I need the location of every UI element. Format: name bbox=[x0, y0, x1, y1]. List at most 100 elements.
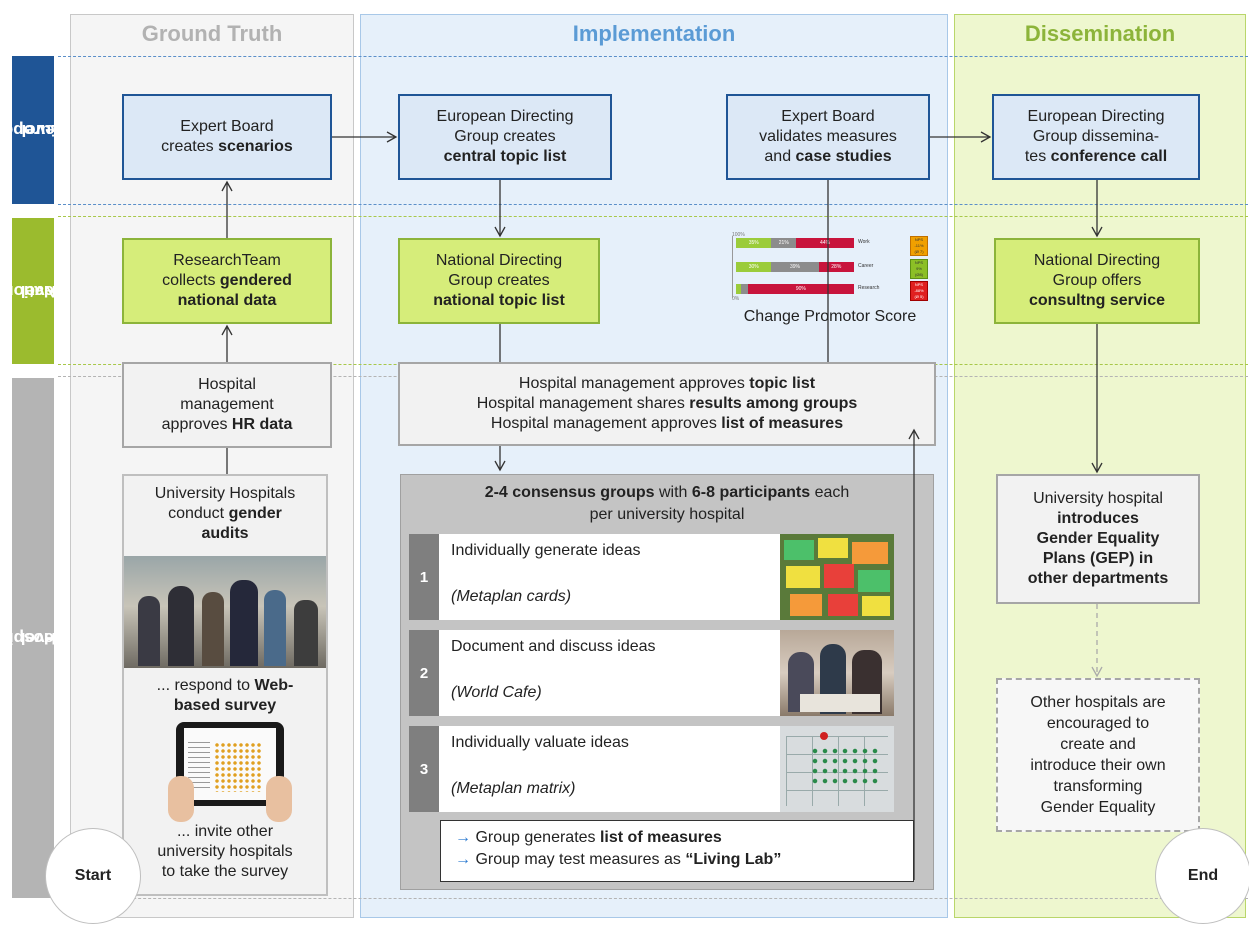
lane-divider bbox=[58, 898, 1248, 899]
box-text-bold: based survey bbox=[173, 697, 277, 714]
box-text: encouraged to bbox=[1046, 715, 1150, 732]
box-text-bold: gender bbox=[228, 505, 282, 522]
badge-text: NPS bbox=[914, 282, 924, 287]
person-figure bbox=[202, 592, 224, 666]
card-shape bbox=[784, 540, 814, 560]
national-directing-group-box: National Directing Group creates nationa… bbox=[398, 238, 600, 324]
box-text: creates bbox=[161, 138, 219, 155]
person-figure bbox=[230, 580, 258, 666]
bar-red: 90% bbox=[747, 284, 854, 294]
box-text: tes bbox=[1024, 148, 1051, 165]
matrix-dots bbox=[810, 746, 880, 786]
survey-grid bbox=[214, 742, 262, 792]
step-title: Document and discuss ideas bbox=[451, 638, 656, 655]
box-text: Hospital management shares bbox=[476, 395, 690, 412]
box-text-bold: conference call bbox=[1050, 148, 1168, 165]
box-text: Group creates bbox=[454, 128, 556, 145]
national-level-lane: NationalLevel bbox=[0, 218, 65, 364]
box-text: European Directing bbox=[436, 108, 574, 125]
bar-grey bbox=[740, 284, 748, 294]
box-text: Group may test measures as bbox=[475, 851, 686, 868]
box-text: Expert Board bbox=[781, 108, 875, 125]
promotor-score-chart: 100% 0% 35% 21% 44% Work NPS-11%(Ø 7) 30… bbox=[732, 232, 932, 302]
bar-green: 35% bbox=[736, 238, 772, 248]
box-text-bold: HR data bbox=[231, 416, 293, 433]
nps-badge: NPS-11%(Ø 7) bbox=[910, 236, 928, 256]
european-level-lane: EuropeanLevel bbox=[0, 56, 65, 204]
step-method: (World Cafe) bbox=[451, 684, 542, 701]
bar-red: 44% bbox=[796, 238, 854, 248]
box-text: validates measures bbox=[759, 128, 897, 145]
ground-truth-header: Ground Truth bbox=[141, 21, 283, 46]
survey-rows bbox=[188, 742, 210, 792]
box-text: ResearchTeam bbox=[173, 252, 281, 269]
box-text-bold: 2-4 consensus groups bbox=[484, 484, 655, 501]
person-figure bbox=[264, 590, 286, 666]
world-cafe-photo bbox=[780, 630, 894, 716]
promotor-row-research: 90% bbox=[736, 284, 854, 294]
badge-text: (Ø 5) bbox=[914, 294, 924, 299]
gender-audits-panel: University Hospitals conduct gender audi… bbox=[122, 474, 328, 896]
implementation-header: Implementation bbox=[572, 21, 736, 46]
box-text: ... respond to bbox=[156, 677, 255, 694]
step-number: 2 bbox=[409, 630, 439, 716]
box-text-bold: results among groups bbox=[689, 395, 858, 412]
box-text-bold: audits bbox=[201, 525, 249, 542]
box-text-bold: central topic list bbox=[443, 148, 567, 165]
step-3-card: 3 Individually valuate ideas (Metaplan m… bbox=[409, 726, 894, 812]
box-text: Other hospitals are bbox=[1030, 694, 1166, 711]
badge-text: 9% bbox=[916, 266, 922, 271]
hand-left bbox=[168, 776, 194, 822]
box-text: transforming bbox=[1053, 778, 1143, 795]
box-text: management bbox=[180, 396, 274, 413]
box-text: conduct bbox=[168, 505, 229, 522]
box-text: each bbox=[810, 484, 850, 501]
box-text: approves bbox=[161, 416, 232, 433]
chart-top-label: 100% bbox=[732, 232, 745, 238]
box-text: to take the survey bbox=[161, 863, 289, 880]
red-dot bbox=[820, 732, 828, 740]
bar-green bbox=[736, 284, 741, 294]
box-text-bold: national topic list bbox=[433, 292, 565, 309]
box-text-bold: consultng service bbox=[1028, 292, 1166, 309]
expert-board-scenarios-box: Expert Board creates scenarios bbox=[122, 94, 332, 180]
box-text-bold: Gender Equality bbox=[1036, 530, 1160, 547]
box-text: Expert Board bbox=[180, 118, 274, 135]
card-shape bbox=[786, 566, 820, 588]
chart-bottom-label: 0% bbox=[732, 296, 740, 302]
box-text-bold: introduces bbox=[1057, 510, 1139, 527]
box-text: Group generates bbox=[475, 829, 600, 846]
box-text: University Hospitals bbox=[154, 485, 296, 502]
box-text: Group creates bbox=[448, 272, 550, 289]
box-text-bold: Web- bbox=[254, 677, 294, 694]
bar-red: 28% bbox=[818, 262, 854, 272]
start-circle: Start bbox=[45, 828, 141, 924]
box-text: University hospital bbox=[1033, 490, 1163, 507]
badge-text: NPS bbox=[914, 237, 924, 242]
research-team-box: ResearchTeam collects gendered national … bbox=[122, 238, 332, 324]
promotor-row-work: 35% 21% 44% bbox=[736, 238, 854, 248]
european-disseminates-box: European Directing Group dissemina- tes … bbox=[992, 94, 1200, 180]
box-text: create and bbox=[1060, 736, 1136, 753]
bar-green: 30% bbox=[736, 262, 772, 272]
badge-text: (Ø8) bbox=[915, 272, 923, 277]
dissemination-header: Dissemination bbox=[1024, 21, 1176, 46]
card-shape bbox=[852, 542, 888, 564]
audits-text: University Hospitals conduct gender audi… bbox=[124, 484, 326, 544]
card-shape bbox=[818, 538, 848, 558]
box-text: Group offers bbox=[1052, 272, 1142, 289]
tablet-screen bbox=[184, 728, 276, 800]
other-hospitals-box: Other hospitals are encouraged to create… bbox=[996, 678, 1200, 832]
expert-board-validates-box: Expert Board validates measures and case… bbox=[726, 94, 930, 180]
hospital-approvals-box: Hospital management approves topic list … bbox=[398, 362, 936, 446]
consensus-heading: 2-4 consensus groups with 6-8 participan… bbox=[400, 482, 934, 526]
box-text: National Directing bbox=[1033, 252, 1161, 269]
bar-grey: 21% bbox=[771, 238, 797, 248]
step-method: (Metaplan cards) bbox=[451, 588, 572, 605]
metaplan-matrix-photo bbox=[780, 726, 894, 812]
box-text: Group dissemina- bbox=[1032, 128, 1160, 145]
box-text-bold: scenarios bbox=[218, 138, 293, 155]
lane-divider bbox=[58, 204, 1248, 205]
box-text: European Directing bbox=[1027, 108, 1165, 125]
